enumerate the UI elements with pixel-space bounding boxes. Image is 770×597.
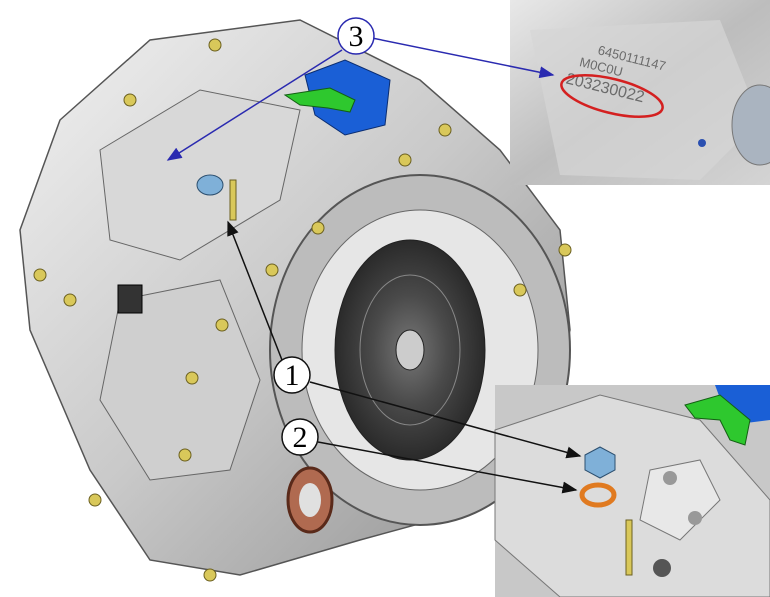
callout-2: 2	[281, 418, 319, 456]
fill-plug	[196, 174, 224, 196]
svg-text:2: 2	[293, 421, 308, 454]
fill-plug-inset	[584, 446, 616, 479]
svg-text:3: 3	[349, 20, 364, 53]
serial-number-photo-inset: 6450111147 M0C0U 203230022	[510, 0, 770, 185]
callout-3: 3	[337, 17, 375, 55]
callout-1: 1	[273, 356, 311, 394]
svg-text:1: 1	[285, 359, 300, 392]
callout-arrows	[166, 37, 582, 494]
green-bracket	[283, 87, 356, 113]
green-bracket-inset	[684, 394, 751, 446]
transmission-housing	[19, 19, 572, 582]
serial-highlight-ellipse	[560, 74, 664, 118]
sealing-washer-inset	[579, 482, 617, 508]
fill-plug-zoom-inset	[494, 385, 770, 597]
